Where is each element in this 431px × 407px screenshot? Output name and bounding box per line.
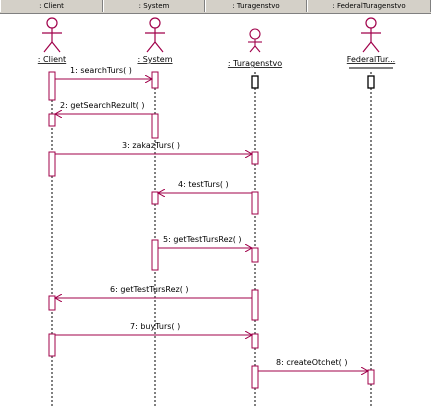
message-6: 6: getTestTursRez( ) [55, 285, 252, 298]
message-label: 4: testTurs( ) [178, 180, 229, 189]
object-head-federal: FederalTur... [347, 17, 395, 64]
activation-bar [151, 71, 159, 89]
activation-bar [251, 247, 259, 263]
object-head-turagenstvo: : Turagenstvo [228, 28, 282, 68]
message-5: 5: getTestTursRez( ) [158, 235, 252, 248]
activation-bar [48, 71, 56, 101]
message-label: 8: createOtchet( ) [276, 358, 347, 367]
message-1: 1: searchTurs( ) [55, 66, 152, 79]
message-label: 3: zakazTurs( ) [122, 141, 180, 150]
message-label: 6: getTestTursRez( ) [110, 285, 189, 294]
activation-bar [151, 191, 159, 205]
object-head-system: : System [137, 17, 173, 64]
header-tab-turagenstvo[interactable]: : Turagenstvo [205, 0, 307, 12]
activation-bar [48, 295, 56, 311]
actor-icon [361, 17, 381, 53]
object-head-client: : Client [38, 17, 66, 64]
activation-bar [367, 369, 375, 385]
message-7: 7: buyTurs( ) [55, 322, 252, 335]
message-3: 3: zakazTurs( ) [55, 141, 252, 154]
object-label: : Turagenstvo [228, 59, 282, 68]
header-tab-system[interactable]: : System [103, 0, 205, 12]
message-8: 8: createOtchet( ) [258, 358, 368, 371]
activation-bar [48, 333, 56, 357]
activation-bar [251, 365, 259, 389]
entity-icon [248, 28, 262, 53]
activation-bar [48, 151, 56, 177]
activation-bar [251, 289, 259, 321]
actor-icon [42, 17, 62, 53]
message-label: 5: getTestTursRez( ) [163, 235, 242, 244]
message-label: 2: getSearchRezult( ) [60, 101, 144, 110]
object-label: FederalTur... [347, 55, 395, 64]
activation-bar [48, 113, 56, 127]
message-label: 1: searchTurs( ) [70, 66, 132, 75]
activation-bar [151, 239, 159, 271]
activation-bar [151, 113, 159, 139]
activation-bar [251, 151, 259, 165]
message-4: 4: testTurs( ) [158, 180, 252, 193]
activation-bar [251, 191, 259, 215]
message-label: 7: buyTurs( ) [130, 322, 180, 331]
activation-bar [251, 333, 259, 349]
actor-icon [145, 17, 165, 53]
activation-bar [367, 75, 375, 89]
object-label: : Client [38, 55, 66, 64]
header-tab-client[interactable]: : Client [0, 0, 103, 12]
object-label: : System [137, 55, 172, 64]
activation-bar [251, 75, 259, 89]
message-2: 2: getSearchRezult( ) [55, 101, 152, 114]
